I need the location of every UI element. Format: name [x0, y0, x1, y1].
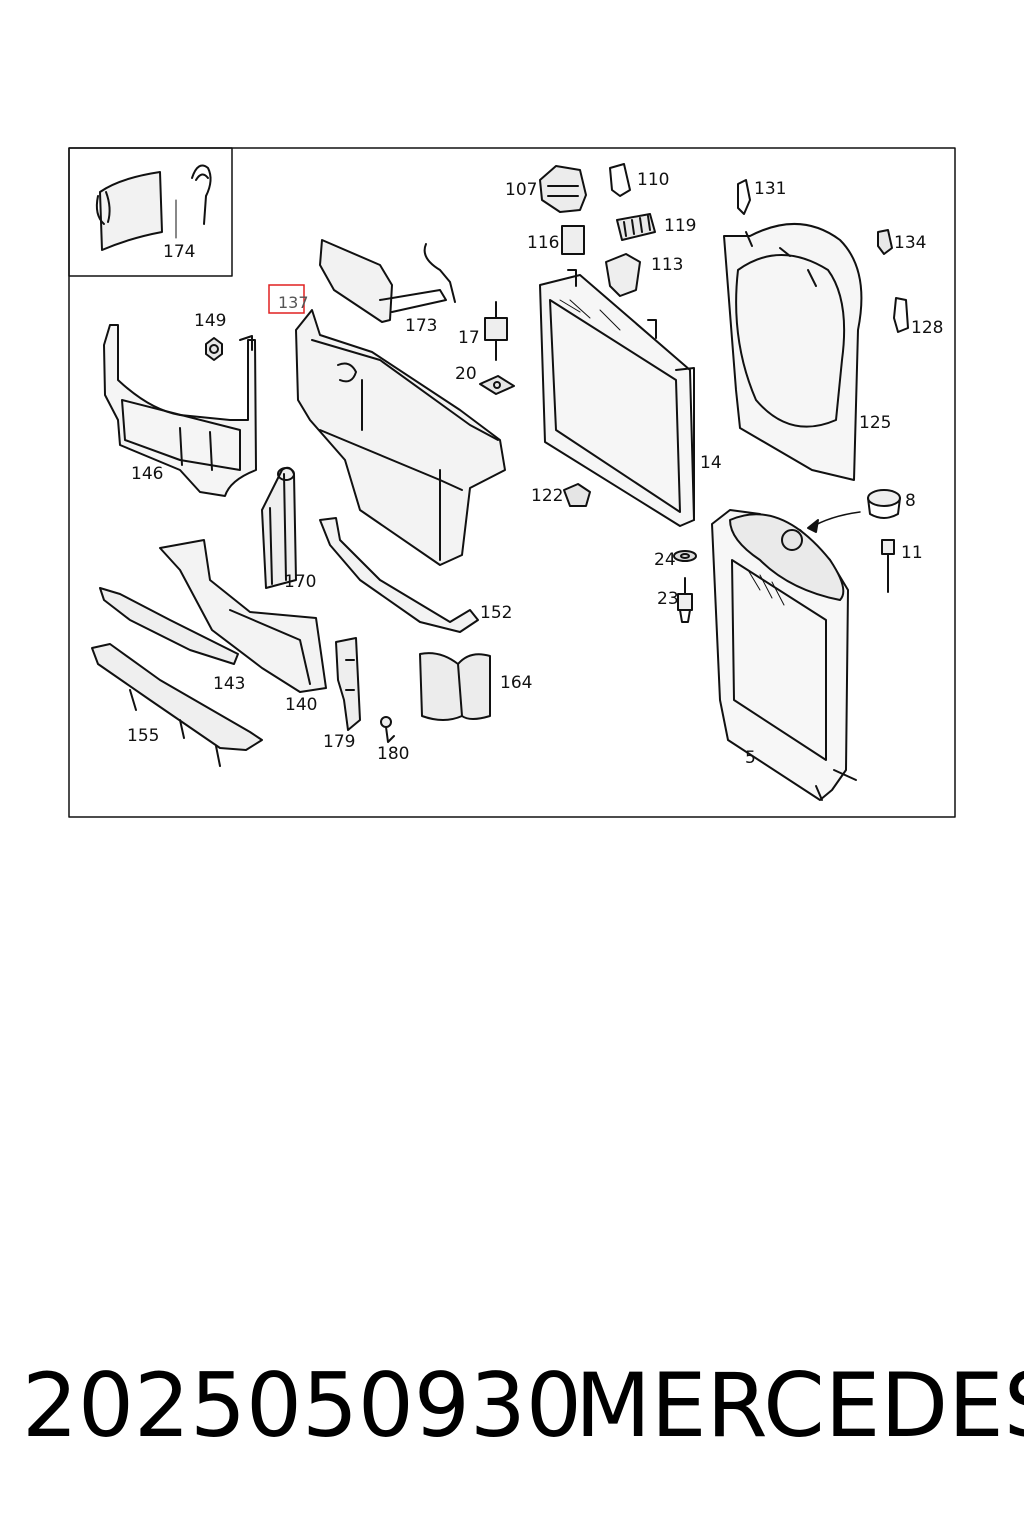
part-173-drawing — [319, 239, 456, 323]
part-113-drawing — [605, 253, 641, 297]
label-128: 128 — [911, 318, 943, 338]
label-14: 14 — [700, 453, 722, 473]
label-11: 11 — [901, 543, 923, 563]
label-116: 116 — [527, 233, 559, 253]
label-23: 23 — [657, 589, 679, 609]
part-20-drawing — [479, 375, 515, 395]
parts-diagram: 174 137 149 146 173 17 20 107 110 116 11… — [68, 147, 956, 818]
label-125: 125 — [859, 413, 891, 433]
label-122: 122 — [531, 486, 563, 506]
part-170-drawing — [261, 466, 297, 589]
part-125-drawing — [723, 222, 863, 481]
inset-frame — [68, 147, 233, 277]
label-155: 155 — [127, 726, 159, 746]
label-107: 107 — [505, 180, 537, 200]
label-152: 152 — [480, 603, 512, 623]
highlight-box — [268, 284, 305, 314]
part-179-drawing — [335, 637, 361, 731]
part-140-drawing — [159, 539, 327, 693]
part-110-drawing — [609, 163, 631, 197]
label-113: 113 — [651, 255, 683, 275]
part-174-drawing — [95, 164, 212, 251]
part-149-drawing — [205, 337, 223, 361]
label-164: 164 — [500, 673, 532, 693]
label-134: 134 — [894, 233, 926, 253]
label-143: 143 — [213, 674, 245, 694]
label-140: 140 — [285, 695, 317, 715]
part-180-drawing — [380, 716, 395, 743]
label-149: 149 — [194, 311, 226, 331]
label-174: 174 — [163, 242, 195, 262]
part-164-drawing — [419, 652, 491, 721]
part-14-drawing — [539, 269, 695, 527]
label-17: 17 — [458, 328, 480, 348]
label-5: 5 — [745, 748, 756, 768]
part-116-drawing — [561, 225, 585, 255]
part-137-drawing — [295, 309, 506, 566]
part-155-drawing — [91, 643, 263, 767]
label-170: 170 — [284, 572, 316, 592]
part-122-drawing — [563, 483, 591, 507]
label-24: 24 — [654, 550, 676, 570]
part-152-drawing — [319, 517, 479, 633]
label-179: 179 — [323, 732, 355, 752]
label-137: 137 — [278, 293, 309, 312]
part-11-drawing — [881, 539, 895, 593]
part-134-drawing — [877, 229, 893, 255]
diagram-frame — [68, 147, 956, 818]
label-20: 20 — [455, 364, 477, 384]
label-110: 110 — [637, 170, 669, 190]
part-128-drawing — [893, 297, 909, 333]
part-107-drawing — [539, 165, 587, 213]
label-8: 8 — [905, 491, 916, 511]
part-143-drawing — [99, 587, 239, 665]
part-131-drawing — [737, 179, 751, 215]
part-17-drawing — [484, 301, 508, 361]
part-146-drawing — [103, 324, 257, 497]
label-180: 180 — [377, 744, 409, 764]
brand-caption: MERCEDES — [575, 1354, 1024, 1457]
part-number-caption: 2025050930 — [22, 1354, 582, 1457]
label-146: 146 — [131, 464, 163, 484]
part-24-drawing — [673, 550, 697, 562]
part-5-drawing — [711, 509, 857, 801]
label-131: 131 — [754, 179, 786, 199]
part-119-drawing — [616, 213, 656, 241]
label-173: 173 — [405, 316, 437, 336]
part-23-drawing — [677, 577, 693, 623]
label-119: 119 — [664, 216, 696, 236]
part-8-drawing — [807, 489, 901, 533]
